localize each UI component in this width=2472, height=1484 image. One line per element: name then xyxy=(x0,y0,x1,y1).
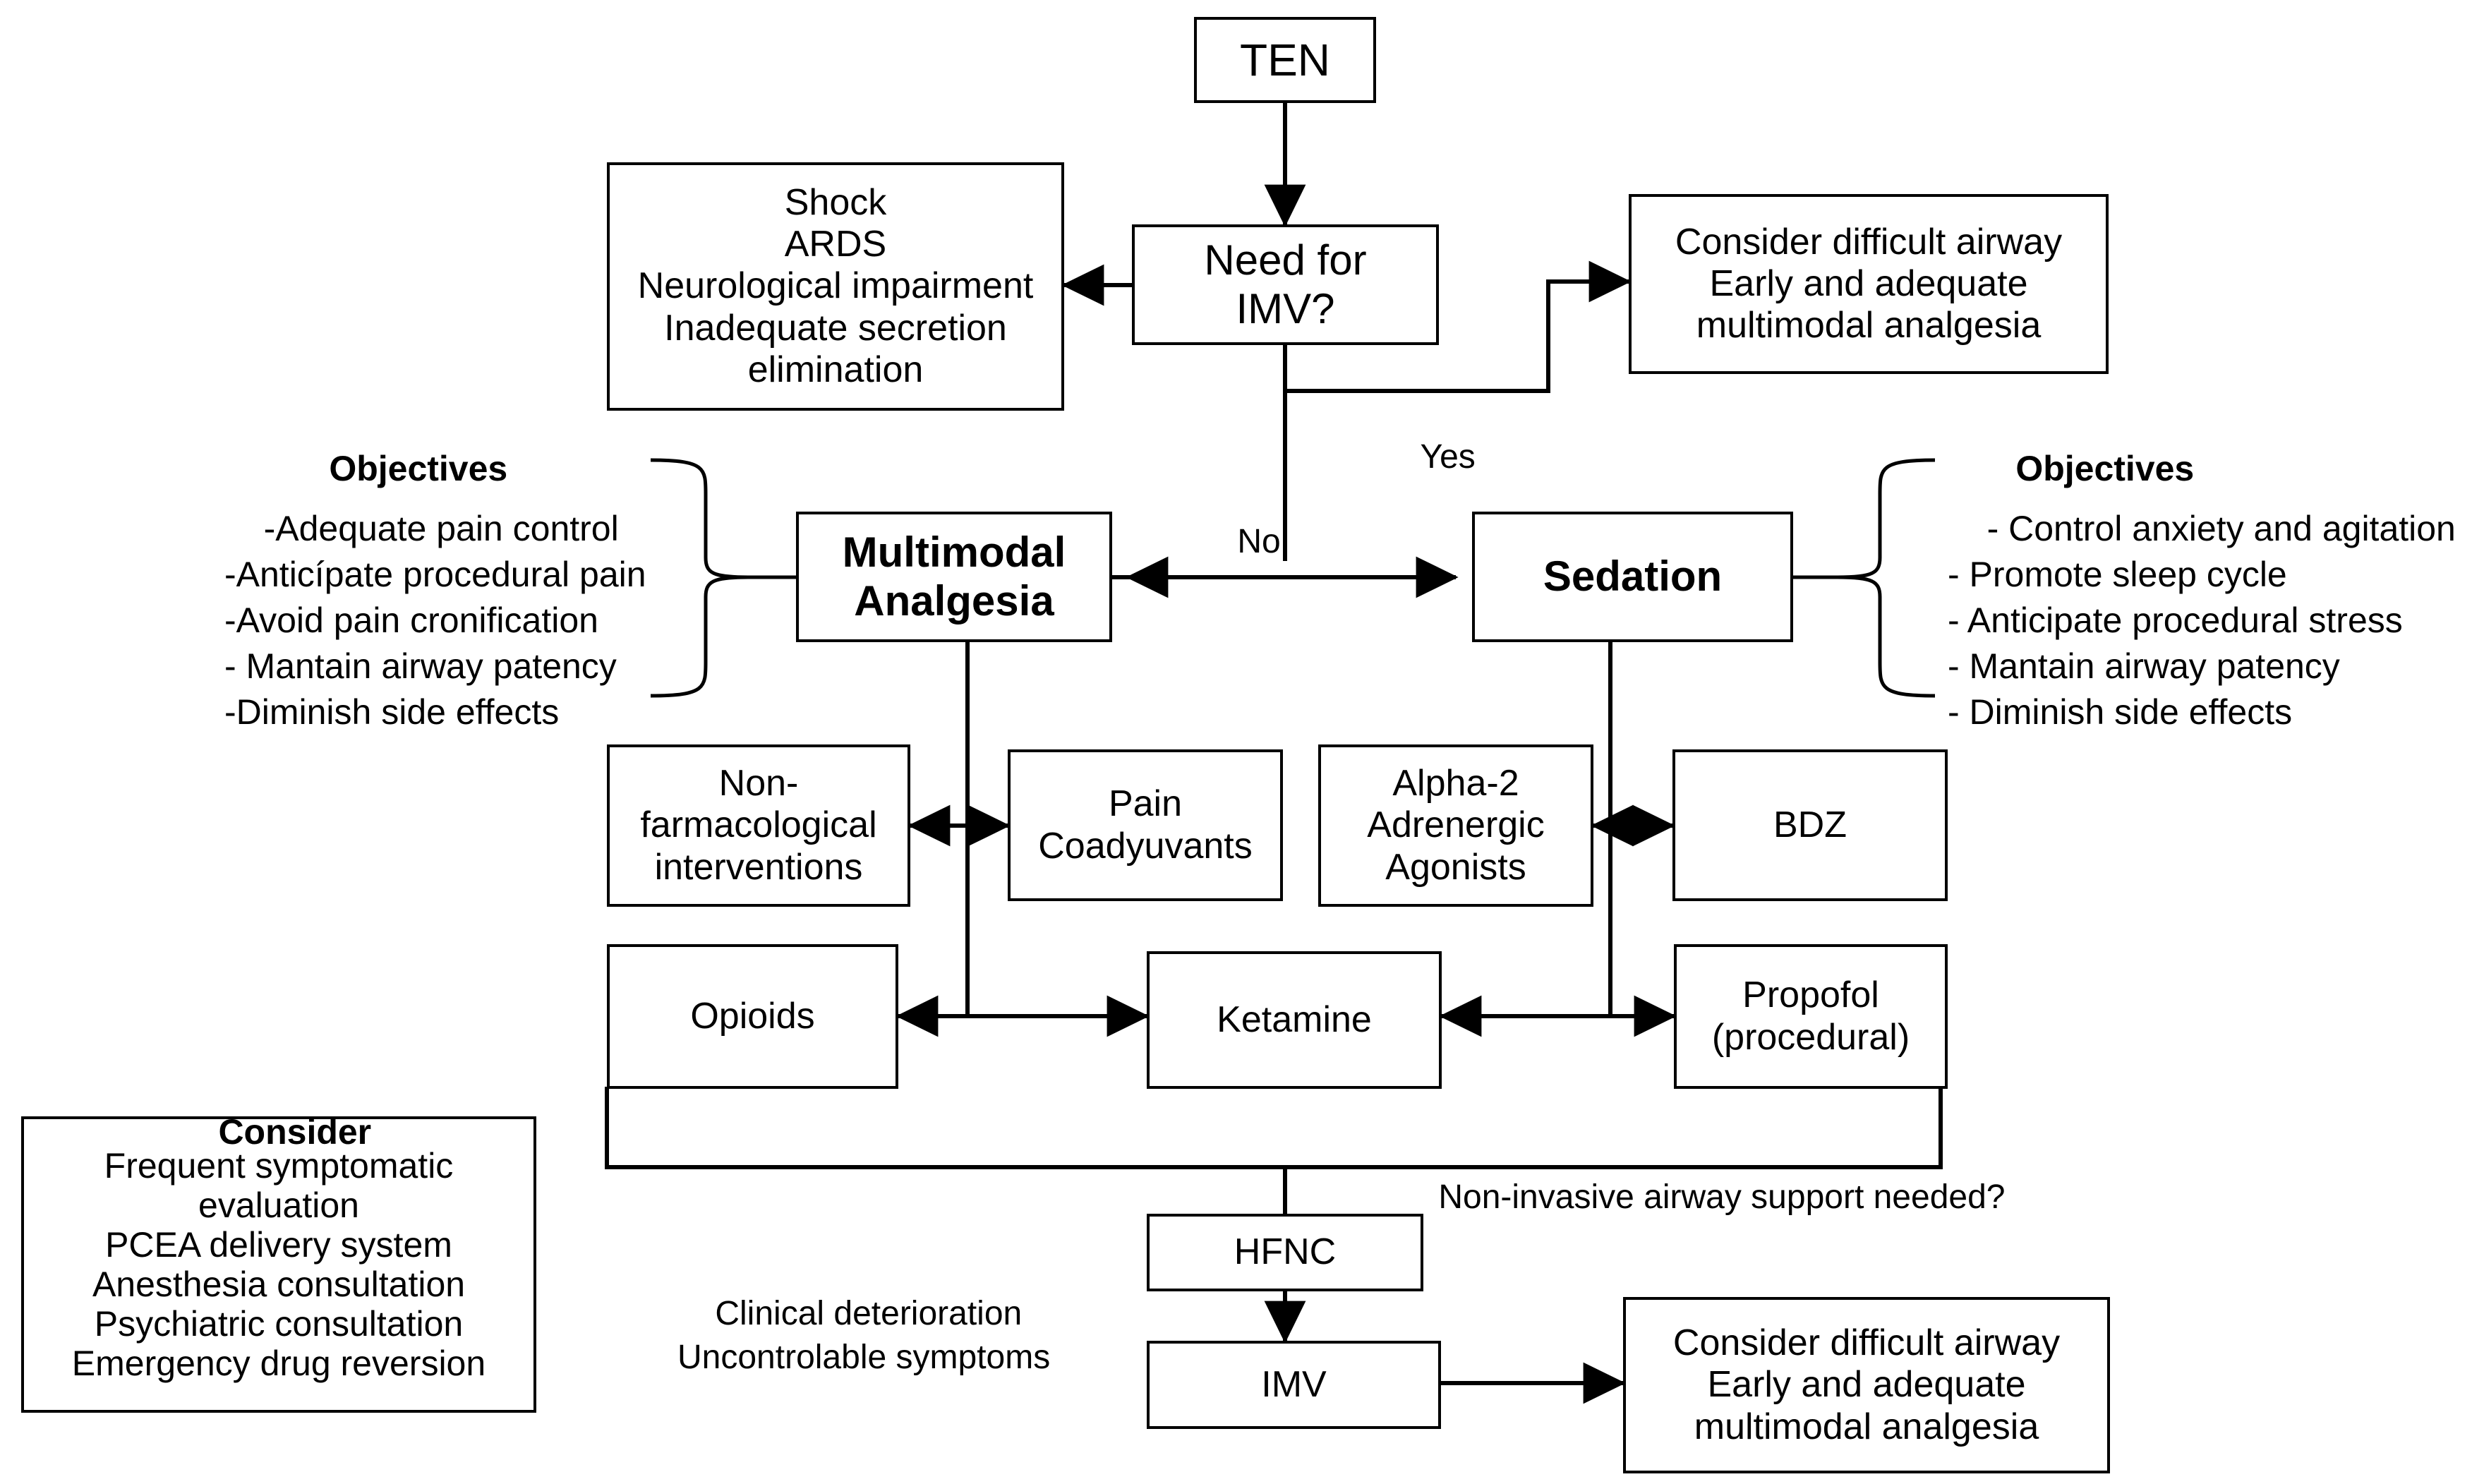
node-non-pharmacological-label: Non- farmacological interventions xyxy=(640,763,877,888)
node-ten[interactable]: TEN xyxy=(1194,17,1376,103)
node-imv-indications[interactable]: Shock ARDS Neurological impairment Inade… xyxy=(607,162,1064,411)
node-sedation-label: Sedation xyxy=(1543,553,1723,601)
label-branch-no: No xyxy=(1237,523,1281,561)
consider-header: Consider xyxy=(218,1111,372,1152)
node-alpha2-agonists[interactable]: Alpha-2 Adrenergic Agonists xyxy=(1318,744,1593,907)
node-need-for-imv-label: Need for IMV? xyxy=(1204,236,1367,332)
label-escalation-question: Non-invasive airway support needed? xyxy=(1438,1178,2006,1217)
objectives-right-list: - Control anxiety and agitation - Promot… xyxy=(1948,509,2456,732)
objectives-left-header: Objectives xyxy=(329,448,508,488)
node-ketamine[interactable]: Ketamine xyxy=(1147,951,1442,1089)
node-multimodal-analgesia[interactable]: Multimodal Analgesia xyxy=(796,512,1112,642)
node-alpha2-agonists-label: Alpha-2 Adrenergic Agonists xyxy=(1367,763,1545,888)
node-propofol-label: Propofol (procedural) xyxy=(1711,975,1910,1058)
node-ketamine-label: Ketamine xyxy=(1217,999,1372,1040)
objectives-left-list: -Adequate pain control -Anticípate proce… xyxy=(224,509,646,732)
node-consider-list[interactable]: Frequent symptomatic evaluation PCEA del… xyxy=(21,1116,536,1413)
label-branch-yes: Yes xyxy=(1420,438,1476,476)
node-difficult-airway-top[interactable]: Consider difficult airway Early and adeq… xyxy=(1629,194,2109,374)
node-non-pharmacological[interactable]: Non- farmacological interventions xyxy=(607,744,910,907)
node-pain-coadyuvants-label: Pain Coadyuvants xyxy=(1038,783,1253,867)
brace-right xyxy=(1837,458,1936,698)
node-propofol[interactable]: Propofol (procedural) xyxy=(1674,944,1948,1089)
node-multimodal-analgesia-label: Multimodal Analgesia xyxy=(842,529,1066,625)
node-difficult-airway-top-label: Consider difficult airway Early and adeq… xyxy=(1675,221,2063,346)
node-difficult-airway-bottom-label: Consider difficult airway Early and adeq… xyxy=(1672,1322,2061,1447)
node-difficult-airway-bottom[interactable]: Consider difficult airway Early and adeq… xyxy=(1623,1297,2110,1473)
node-opioids-label: Opioids xyxy=(690,995,815,1037)
node-consider-list-label: Frequent symptomatic evaluation PCEA del… xyxy=(71,1146,486,1383)
objectives-right-header: Objectives xyxy=(2015,448,2195,488)
node-imv-indications-label: Shock ARDS Neurological impairment Inade… xyxy=(637,181,1034,390)
node-need-for-imv[interactable]: Need for IMV? xyxy=(1132,224,1439,345)
node-hfnc-label: HFNC xyxy=(1234,1231,1337,1273)
node-hfnc[interactable]: HFNC xyxy=(1147,1214,1423,1291)
node-bdz[interactable]: BDZ xyxy=(1672,749,1948,901)
node-sedation[interactable]: Sedation xyxy=(1472,512,1793,642)
node-imv-label: IMV xyxy=(1261,1363,1327,1405)
brace-left xyxy=(650,458,749,698)
node-imv[interactable]: IMV xyxy=(1147,1341,1441,1429)
node-bdz-label: BDZ xyxy=(1773,804,1847,845)
label-escalation-trigger: Clinical deterioration Uncontrolable sym… xyxy=(677,1295,1051,1376)
node-opioids[interactable]: Opioids xyxy=(607,944,898,1089)
node-ten-label: TEN xyxy=(1240,34,1330,85)
node-pain-coadyuvants[interactable]: Pain Coadyuvants xyxy=(1008,749,1283,901)
